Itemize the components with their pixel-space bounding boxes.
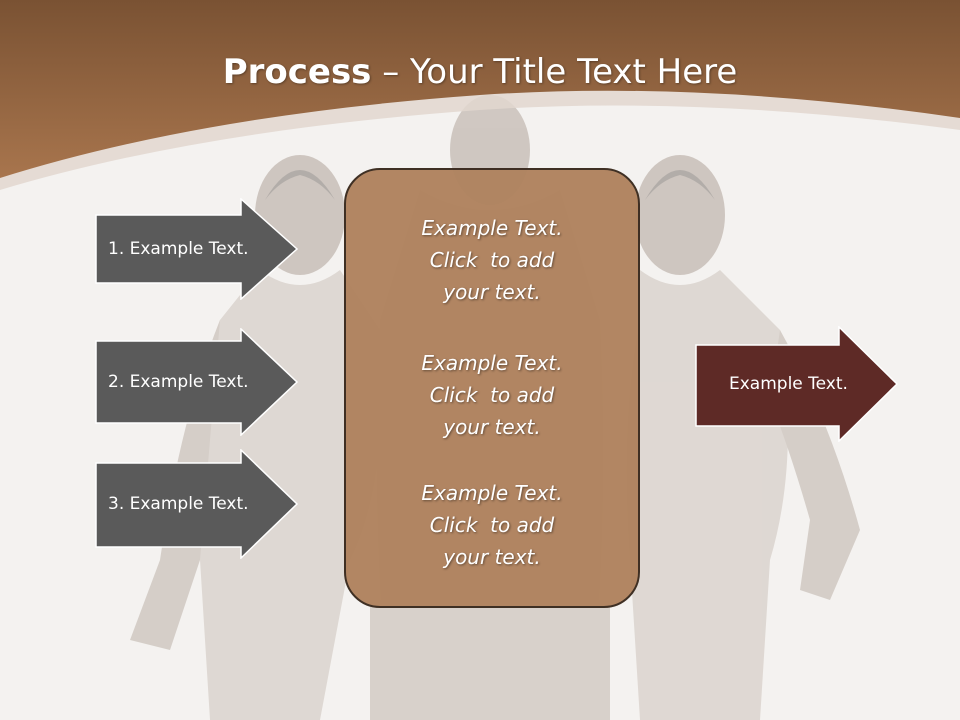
process-step-2-label: 2. Example Text.	[108, 372, 249, 392]
center-text-line: Example Text.	[421, 481, 563, 505]
process-step-3-arrow[interactable]: 3. Example Text.	[95, 449, 300, 559]
title-bold: Process	[222, 52, 372, 92]
center-text-block-3[interactable]: Example Text. Click to add your text.	[344, 477, 640, 573]
center-text-block-2[interactable]: Example Text. Click to add your text.	[344, 347, 640, 443]
arrow-shape	[95, 449, 299, 559]
process-step-1-label: 1. Example Text.	[108, 239, 249, 259]
title-rest: – Your Title Text Here	[371, 52, 738, 92]
center-text-line: Example Text.	[421, 351, 563, 375]
center-text-line: Click to add	[429, 248, 555, 272]
arrow-shape	[95, 198, 299, 300]
center-text-line: Click to add	[429, 383, 555, 407]
header-band	[0, 0, 960, 190]
arrow-shape	[95, 328, 299, 436]
arrow-shape	[695, 326, 899, 442]
process-step-1-arrow[interactable]: 1. Example Text.	[95, 198, 300, 300]
center-text-line: your text.	[443, 280, 541, 304]
slide-title[interactable]: Process – Your Title Text Here	[0, 52, 960, 92]
center-text-line: Example Text.	[421, 216, 563, 240]
center-content-box[interactable]	[344, 168, 640, 608]
process-step-3-label: 3. Example Text.	[108, 494, 249, 514]
process-step-2-arrow[interactable]: 2. Example Text.	[95, 328, 300, 436]
result-arrow-label: Example Text.	[729, 374, 848, 394]
result-arrow[interactable]: Example Text.	[695, 326, 900, 442]
center-text-line: your text.	[443, 545, 541, 569]
center-text-line: your text.	[443, 415, 541, 439]
center-text-line: Click to add	[429, 513, 555, 537]
center-text-block-1[interactable]: Example Text. Click to add your text.	[344, 212, 640, 308]
